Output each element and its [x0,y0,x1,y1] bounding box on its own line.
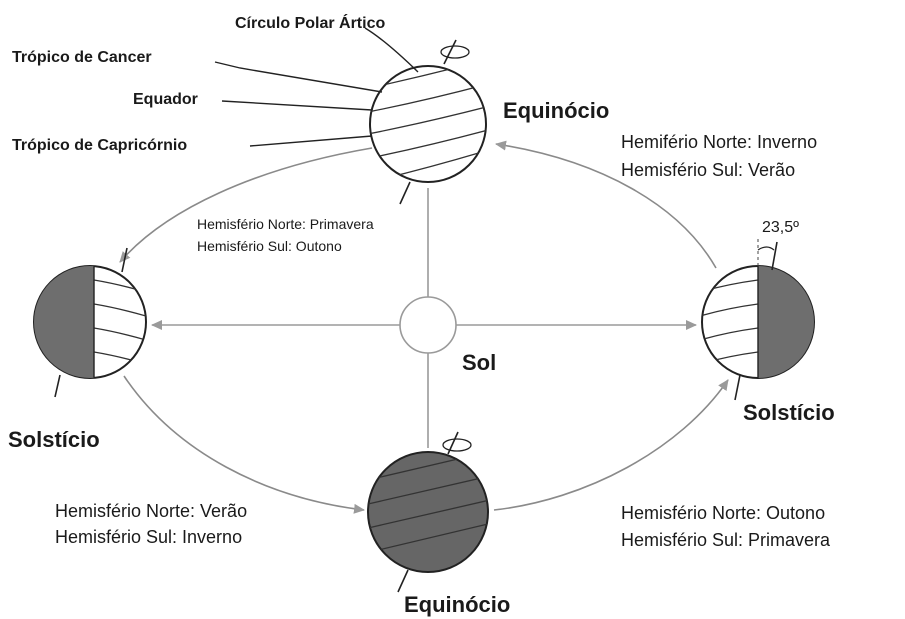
season-top-right-1: Hemifério Norte: Inverno [621,132,817,152]
label-solsticio-right: Solstício [743,400,835,425]
label-sol: Sol [462,350,496,375]
season-bottom-left-1: Hemisfério Norte: Verão [55,501,247,521]
label-tilt: 23,5º [762,219,799,236]
season-bottom-right-1: Hemisfério Norte: Outono [621,503,825,523]
label-tropico-cancer: Trópico de Cancer [12,49,152,66]
leader-circulo [364,27,419,73]
season-top-right-2: Hemisfério Sul: Verão [621,160,795,180]
season-bottom-right-2: Hemisfério Sul: Primavera [621,530,831,550]
season-bottom-left-2: Hemisfério Sul: Inverno [55,527,242,547]
label-equador: Equador [133,91,198,108]
leader-equador [221,100,373,111]
label-equinocio-bottom: Equinócio [404,592,510,617]
sun [399,296,457,354]
season-top-center-2: Hemisfério Sul: Outono [197,238,342,254]
label-equinocio-top: Equinócio [503,98,609,123]
globe-bottom [367,431,489,593]
season-top-center-1: Hemisfério Norte: Primavera [197,216,374,232]
label-solsticio-left: Solstício [8,427,100,452]
orbit-arc-top-left [119,147,373,263]
globe-right [701,238,815,401]
orbit-arc-top-right [495,140,717,269]
globe-left [33,247,147,398]
orbit-arc-bottom-right [493,379,729,511]
label-tropico-capricornio: Trópico de Capricórnio [12,137,187,154]
leader-capricornio [249,135,373,147]
leader-cancer [214,61,383,93]
label-circulo-polar: Círculo Polar Ártico [235,13,385,32]
orbit-arc-bottom-left [123,375,365,514]
globe-top [369,39,487,205]
